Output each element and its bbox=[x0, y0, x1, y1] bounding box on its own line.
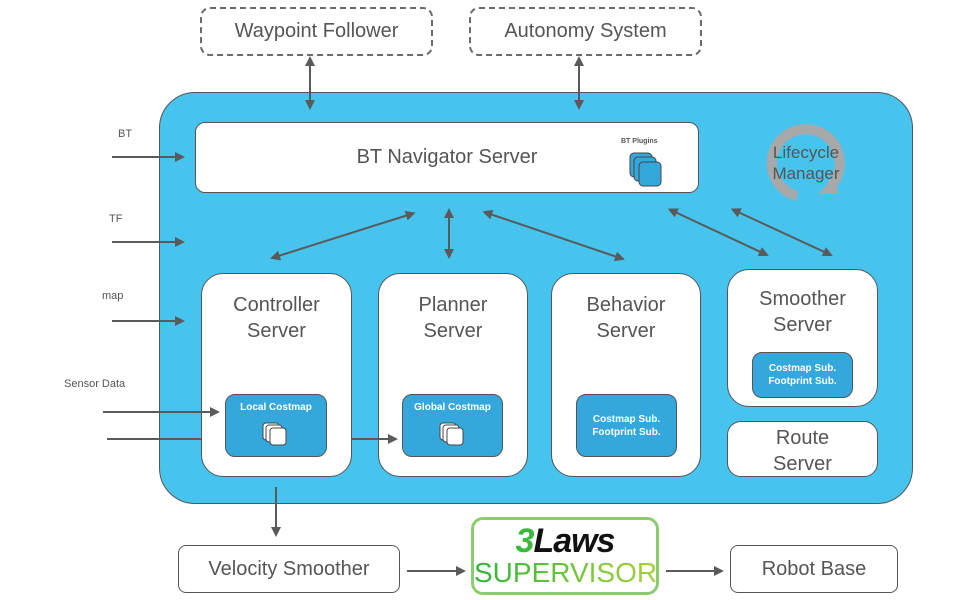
planner-line2: Server bbox=[423, 320, 483, 342]
input-label-sensor-data: Sensor Data bbox=[64, 378, 126, 390]
3laws-logo-number: 3 bbox=[515, 522, 535, 560]
waypoint-follower-box: Waypoint Follower bbox=[200, 7, 433, 56]
controller-line2: Server bbox=[247, 320, 306, 342]
lifecycle-line2: Manager bbox=[772, 164, 840, 183]
autonomy-system-label: Autonomy System bbox=[504, 20, 667, 42]
global-costmap-label: Global Costmap bbox=[414, 402, 491, 413]
autonomy-system-box: Autonomy System bbox=[469, 7, 702, 56]
lifecycle-line1: Lifecycle bbox=[772, 143, 840, 162]
controller-line1: Controller bbox=[233, 294, 320, 316]
3laws-logo-word: Laws bbox=[533, 522, 615, 560]
behavior-footprint-sub: Footprint Sub. bbox=[592, 426, 661, 438]
route-line1: Route bbox=[775, 427, 830, 449]
route-line2: Server bbox=[773, 453, 832, 475]
robot-base-label: Robot Base bbox=[761, 557, 867, 580]
supervisor-label: SUPERVISOR bbox=[474, 557, 658, 588]
input-label-map: map bbox=[102, 290, 124, 302]
smoother-costmap-sub: Costmap Sub. bbox=[768, 363, 837, 374]
waypoint-follower-label: Waypoint Follower bbox=[234, 20, 399, 42]
planner-line1: Planner bbox=[418, 294, 488, 316]
behavior-subscriptions-box: Costmap Sub. Footprint Sub. bbox=[576, 394, 677, 457]
smoother-line1: Smoother bbox=[759, 288, 846, 310]
bt-plugins-label: BT Plugins bbox=[621, 138, 658, 145]
smoother-line2: Server bbox=[773, 314, 832, 336]
behavior-line1: Behavior bbox=[586, 294, 666, 316]
behavior-line2: Server bbox=[596, 320, 656, 342]
3laws-supervisor-box: 3Laws SUPERVISOR bbox=[471, 517, 659, 595]
local-costmap-label: Local Costmap bbox=[240, 402, 312, 413]
robot-base-box: Robot Base bbox=[730, 545, 898, 593]
bt-navigator-title: BT Navigator Server bbox=[356, 146, 538, 168]
velocity-smoother-box: Velocity Smoother bbox=[178, 545, 400, 593]
lifecycle-manager-label: Lifecycle Manager bbox=[756, 142, 856, 184]
global-costmap-box: Global Costmap bbox=[402, 394, 503, 457]
behavior-costmap-sub: Costmap Sub. bbox=[592, 413, 661, 425]
smoother-subscriptions-box: Costmap Sub. Footprint Sub. bbox=[752, 352, 853, 398]
3laws-logo: 3Laws bbox=[474, 524, 656, 558]
route-server: Route Server bbox=[727, 421, 878, 477]
smoother-footprint-sub: Footprint Sub. bbox=[768, 376, 837, 387]
bt-navigator-server: BT Navigator Server bbox=[195, 122, 699, 193]
local-costmap-box: Local Costmap bbox=[225, 394, 327, 457]
input-label-bt: BT bbox=[118, 128, 133, 140]
input-label-tf: TF bbox=[109, 213, 123, 225]
velocity-smoother-label: Velocity Smoother bbox=[208, 557, 370, 580]
